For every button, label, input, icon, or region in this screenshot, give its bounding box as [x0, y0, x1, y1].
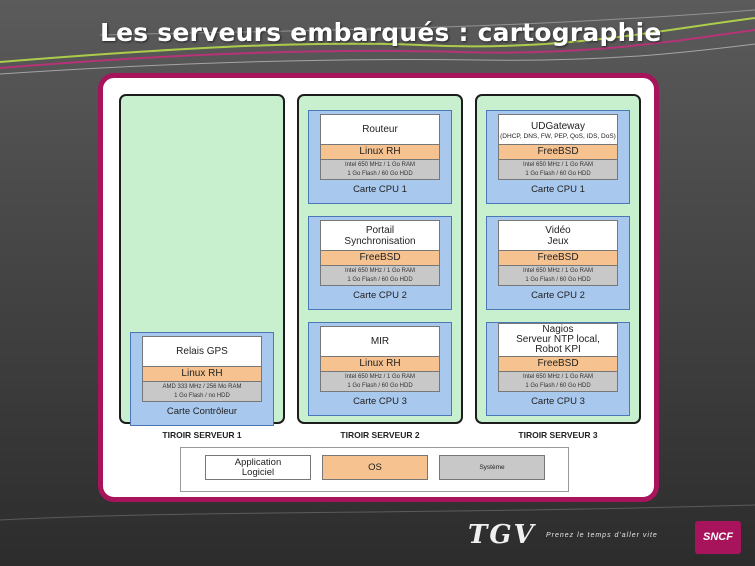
card-name-line: Jeux	[547, 235, 569, 247]
card-system: Intel 650 MHz / 1 Go RAM 1 Go Flash / 60…	[320, 372, 440, 392]
card-system-storage: 1 Go Flash / 60 Go HDD	[525, 277, 591, 283]
legend-system: Système	[439, 455, 545, 480]
footer-branding: TGV Prenez le temps d'aller vite SNCF	[458, 518, 748, 560]
sncf-logo: SNCF	[695, 521, 741, 554]
slogan: Prenez le temps d'aller vite	[546, 532, 658, 539]
drawer-server-3: UDGateway (DHCP, DNS, FW, PEP, QoS, IDS,…	[475, 94, 641, 424]
card-name-line: Nagios	[542, 324, 574, 335]
card-system-storage: 1 Go Flash / 60 Go HDD	[347, 171, 413, 177]
card-system: Intel 650 MHz / 1 Go RAM 1 Go Flash / 60…	[320, 266, 440, 286]
drawer-label-1: TIROIR SERVEUR 1	[162, 430, 242, 440]
card-label: Carte CPU 3	[531, 396, 585, 407]
card-label: Carte CPU 2	[531, 290, 585, 301]
card-name-detail: (DHCP, DNS, FW, PEP, QoS, IDS, DoS)	[500, 132, 616, 140]
card-name: Relais GPS	[142, 336, 262, 367]
card-system-storage: 1 Go Flash / 60 Go HDD	[525, 171, 591, 177]
card-cpu-2: Portail Synchronisation FreeBSD Intel 65…	[308, 216, 452, 310]
card-name-line: Vidéo	[545, 224, 571, 236]
card-cpu-2: Vidéo Jeux FreeBSD Intel 650 MHz / 1 Go …	[486, 216, 630, 310]
drawer-label-2: TIROIR SERVEUR 2	[340, 430, 420, 440]
card-cpu-3: Nagios Serveur NTP local, Robot KPI Free…	[486, 322, 630, 416]
card-label: Carte Contrôleur	[166, 406, 238, 417]
card-os: FreeBSD	[498, 357, 618, 372]
card-label: Carte CPU 3	[353, 396, 407, 407]
card-name: Portail Synchronisation	[320, 220, 440, 251]
card-os: FreeBSD	[498, 251, 618, 266]
architecture-panel: Relais GPS Linux RH AMD 333 MHz / 256 Mo…	[98, 73, 659, 502]
card-system: Intel 650 MHz / 1 Go RAM 1 Go Flash / 60…	[498, 266, 618, 286]
card-name: UDGateway (DHCP, DNS, FW, PEP, QoS, IDS,…	[498, 114, 618, 145]
card-name-line: Synchronisation	[344, 235, 416, 247]
card-system-cpu: Intel 650 MHz / 1 Go RAM	[522, 374, 594, 380]
card-system-cpu: Intel 650 MHz / 1 Go RAM	[522, 162, 594, 168]
card-system-storage: 1 Go Flash / 60 Go HDD	[525, 383, 591, 389]
drawer-server-2: Routeur Linux RH Intel 650 MHz / 1 Go RA…	[297, 94, 463, 424]
card-system-storage: 1 Go Flash / 60 Go HDD	[347, 277, 413, 283]
card-system-storage: 1 Go Flash / no HDD	[174, 393, 230, 399]
card-os: Linux RH	[320, 357, 440, 372]
legend: Application Logiciel OS Système	[180, 447, 569, 492]
legend-application: Application Logiciel	[205, 455, 311, 480]
card-os: FreeBSD	[320, 251, 440, 266]
card-cpu-1: UDGateway (DHCP, DNS, FW, PEP, QoS, IDS,…	[486, 110, 630, 204]
card-system-cpu: AMD 333 MHz / 256 Mo RAM	[162, 384, 242, 390]
card-system-cpu: Intel 650 MHz / 1 Go RAM	[344, 162, 416, 168]
legend-application-line: Application	[234, 456, 282, 468]
tgv-logo: TGV	[468, 520, 536, 550]
legend-application-line: Logiciel	[241, 466, 275, 478]
slide-title: Les serveurs embarqués : cartographie	[100, 18, 662, 47]
legend-os: OS	[322, 455, 428, 480]
card-controleur: Relais GPS Linux RH AMD 333 MHz / 256 Mo…	[130, 332, 274, 426]
card-os: FreeBSD	[498, 145, 618, 160]
drawer-server-1: Relais GPS Linux RH AMD 333 MHz / 256 Mo…	[119, 94, 285, 426]
card-system-storage: 1 Go Flash / 60 Go HDD	[347, 383, 413, 389]
card-system: Intel 650 MHz / 1 Go RAM 1 Go Flash / 60…	[498, 160, 618, 180]
card-name-line: Robot KPI	[535, 344, 581, 355]
card-system-cpu: Intel 650 MHz / 1 Go RAM	[344, 374, 416, 380]
card-cpu-1: Routeur Linux RH Intel 650 MHz / 1 Go RA…	[308, 110, 452, 204]
card-label: Carte CPU 2	[353, 290, 407, 301]
card-system-cpu: Intel 650 MHz / 1 Go RAM	[344, 268, 416, 274]
card-name: Vidéo Jeux	[498, 220, 618, 251]
card-name-line: Serveur NTP local,	[516, 334, 600, 345]
card-os: Linux RH	[142, 367, 262, 382]
card-label: Carte CPU 1	[353, 184, 407, 195]
card-name: Nagios Serveur NTP local, Robot KPI	[498, 323, 618, 357]
card-system: AMD 333 MHz / 256 Mo RAM 1 Go Flash / no…	[142, 382, 262, 402]
card-system-cpu: Intel 650 MHz / 1 Go RAM	[522, 268, 594, 274]
card-label: Carte CPU 1	[531, 184, 585, 195]
card-name-line: Portail	[365, 224, 395, 236]
card-system: Intel 650 MHz / 1 Go RAM 1 Go Flash / 60…	[498, 372, 618, 392]
card-name: Routeur	[320, 114, 440, 145]
card-system: Intel 650 MHz / 1 Go RAM 1 Go Flash / 60…	[320, 160, 440, 180]
card-name-line: UDGateway	[531, 120, 585, 132]
card-name: MIR	[320, 326, 440, 357]
drawer-label-3: TIROIR SERVEUR 3	[518, 430, 598, 440]
card-cpu-3: MIR Linux RH Intel 650 MHz / 1 Go RAM 1 …	[308, 322, 452, 416]
card-os: Linux RH	[320, 145, 440, 160]
